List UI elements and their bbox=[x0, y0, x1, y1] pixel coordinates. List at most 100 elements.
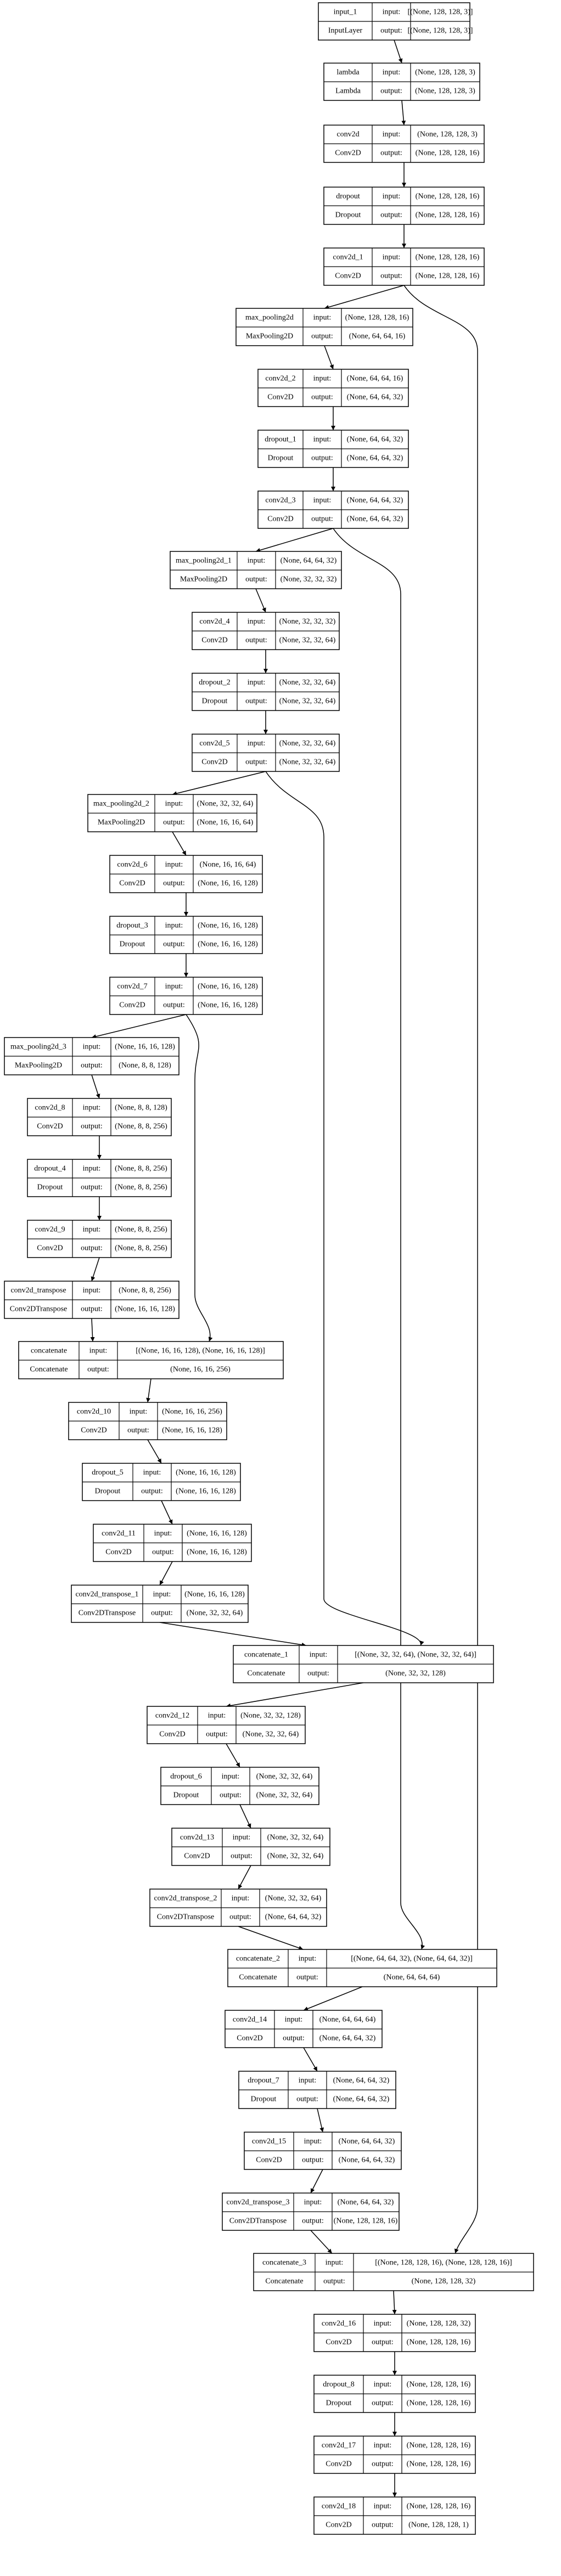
input-shape: [(None, 32, 32, 64), (None, 32, 32, 64)] bbox=[355, 1651, 476, 1659]
input-port-label: input: bbox=[248, 740, 266, 748]
layer-type: Dropout bbox=[95, 1487, 121, 1496]
output-port-label: output: bbox=[127, 1427, 149, 1435]
output-shape: (None, 16, 16, 128) bbox=[198, 880, 258, 888]
output-port-label: output: bbox=[323, 2278, 345, 2286]
input-shape: (None, 16, 16, 64) bbox=[200, 861, 256, 869]
edge-conv2d-transpose-to-concatenate bbox=[90, 1318, 95, 1342]
layer-type: MaxPooling2D bbox=[180, 576, 227, 584]
input-port-label: input: bbox=[310, 1651, 328, 1659]
output-shape: (None, 8, 8, 256) bbox=[115, 1244, 167, 1253]
input-port-label: input: bbox=[374, 2381, 392, 2389]
layer-type: Conv2DTranspose bbox=[157, 1913, 215, 1921]
output-shape: (None, 128, 128, 16) bbox=[416, 211, 480, 219]
output-port-label: output: bbox=[311, 393, 333, 402]
input-port-label: input: bbox=[154, 1530, 172, 1538]
layer-type: Dropout bbox=[37, 1183, 63, 1192]
edge-max-pooling2d-to-conv2d-2 bbox=[324, 345, 334, 370]
output-shape: (None, 128, 128, 16) bbox=[416, 272, 480, 280]
input-port-label: input: bbox=[383, 8, 401, 16]
input-port-label: input: bbox=[326, 2259, 344, 2267]
layer-type: Conv2D bbox=[326, 2338, 351, 2347]
input-shape: (None, 128, 128, 16) bbox=[407, 2442, 471, 2450]
layer-name: dropout_4 bbox=[34, 1165, 66, 1173]
output-shape: (None, 16, 16, 256) bbox=[170, 1366, 231, 1374]
layer-name: lambda bbox=[336, 69, 360, 77]
input-shape: (None, 32, 32, 64) bbox=[197, 800, 254, 808]
output-shape: (None, 16, 16, 128) bbox=[115, 1305, 175, 1314]
layer-name: conv2d_transpose_1 bbox=[75, 1591, 138, 1599]
output-port-label: output: bbox=[152, 1548, 174, 1557]
output-port-label: output: bbox=[245, 576, 267, 584]
layer-type: Conv2D bbox=[267, 393, 293, 402]
input-shape: (None, 16, 16, 128) bbox=[184, 1591, 245, 1599]
input-shape: (None, 128, 128, 16) bbox=[345, 314, 409, 322]
layer-type: Conv2D bbox=[256, 2156, 282, 2164]
layer-type: Dropout bbox=[251, 2095, 277, 2104]
output-shape: (None, 16, 16, 64) bbox=[197, 819, 254, 827]
input-shape: (None, 128, 128, 3) bbox=[417, 131, 478, 139]
layer-type: Dropout bbox=[335, 211, 361, 219]
input-port-label: input: bbox=[83, 1104, 101, 1112]
layer-type: Conv2D bbox=[326, 2521, 351, 2529]
input-shape: (None, 128, 128, 3) bbox=[415, 69, 475, 77]
input-shape: (None, 128, 128, 16) bbox=[407, 2381, 471, 2389]
output-port-label: output: bbox=[163, 819, 185, 827]
input-shape: [(None, 128, 128, 16), (None, 128, 128, … bbox=[375, 2259, 512, 2267]
layer-name: conv2d_transpose bbox=[10, 1287, 66, 1295]
layer-name: conv2d_16 bbox=[322, 2320, 356, 2328]
output-port-label: output: bbox=[380, 87, 402, 95]
input-shape: (None, 32, 32, 64) bbox=[279, 740, 336, 748]
layer-name: dropout bbox=[336, 193, 360, 201]
output-shape: [(None, 128, 128, 3)] bbox=[408, 27, 473, 35]
input-port-label: input: bbox=[299, 2077, 317, 2085]
layer-type: Conv2D bbox=[184, 1852, 210, 1861]
layer-type: InputLayer bbox=[328, 27, 363, 35]
input-shape: (None, 8, 8, 256) bbox=[115, 1165, 167, 1173]
input-port-label: input: bbox=[222, 1773, 240, 1781]
input-port-label: input: bbox=[285, 2016, 303, 2024]
edge-conv2d-9-to-conv2d-transpose bbox=[91, 1257, 100, 1282]
output-port-label: output: bbox=[380, 149, 402, 157]
edge-concatenate-2-to-conv2d-14 bbox=[303, 1986, 363, 2011]
edge-conv2d-11-to-conv2d-transpose-1 bbox=[159, 1561, 173, 1586]
layer-name: dropout_6 bbox=[170, 1773, 202, 1781]
output-shape: (None, 64, 64, 32) bbox=[347, 454, 403, 463]
output-shape: (None, 16, 16, 128) bbox=[198, 1001, 258, 1010]
input-port-label: input: bbox=[83, 1043, 101, 1051]
output-port-label: output: bbox=[283, 2034, 305, 2043]
input-port-label: input: bbox=[374, 2442, 392, 2450]
input-port-label: input: bbox=[83, 1165, 101, 1173]
input-shape: (None, 32, 32, 128) bbox=[240, 1712, 301, 1720]
output-shape: (None, 64, 64, 16) bbox=[349, 332, 406, 341]
input-port-label: input: bbox=[383, 131, 401, 139]
input-shape: (None, 16, 16, 128) bbox=[115, 1043, 175, 1051]
input-shape: (None, 64, 64, 32) bbox=[338, 2199, 394, 2207]
output-port-label: output: bbox=[163, 940, 185, 949]
edge-concatenate-3-to-conv2d-16 bbox=[392, 2290, 397, 2315]
edge-input-1-to-lambda bbox=[394, 40, 403, 64]
output-shape: (None, 32, 32, 128) bbox=[385, 1670, 446, 1678]
layer-type: Conv2D bbox=[37, 1244, 63, 1253]
layer-node-max-pooling2d: max_pooling2dMaxPooling2Dinput:output:(N… bbox=[235, 308, 413, 346]
output-port-label: output: bbox=[372, 2399, 394, 2408]
output-port-label: output: bbox=[302, 2156, 324, 2164]
input-shape: (None, 32, 32, 64) bbox=[265, 1895, 322, 1903]
output-shape: (None, 64, 64, 32) bbox=[339, 2156, 395, 2164]
output-shape: (None, 64, 64, 32) bbox=[265, 1913, 322, 1921]
edge-max-pooling2d-3-to-conv2d-8 bbox=[91, 1074, 100, 1099]
layer-type: Conv2D bbox=[201, 636, 227, 645]
output-port-label: output: bbox=[206, 1731, 228, 1739]
input-shape: (None, 16, 16, 128) bbox=[198, 983, 258, 991]
